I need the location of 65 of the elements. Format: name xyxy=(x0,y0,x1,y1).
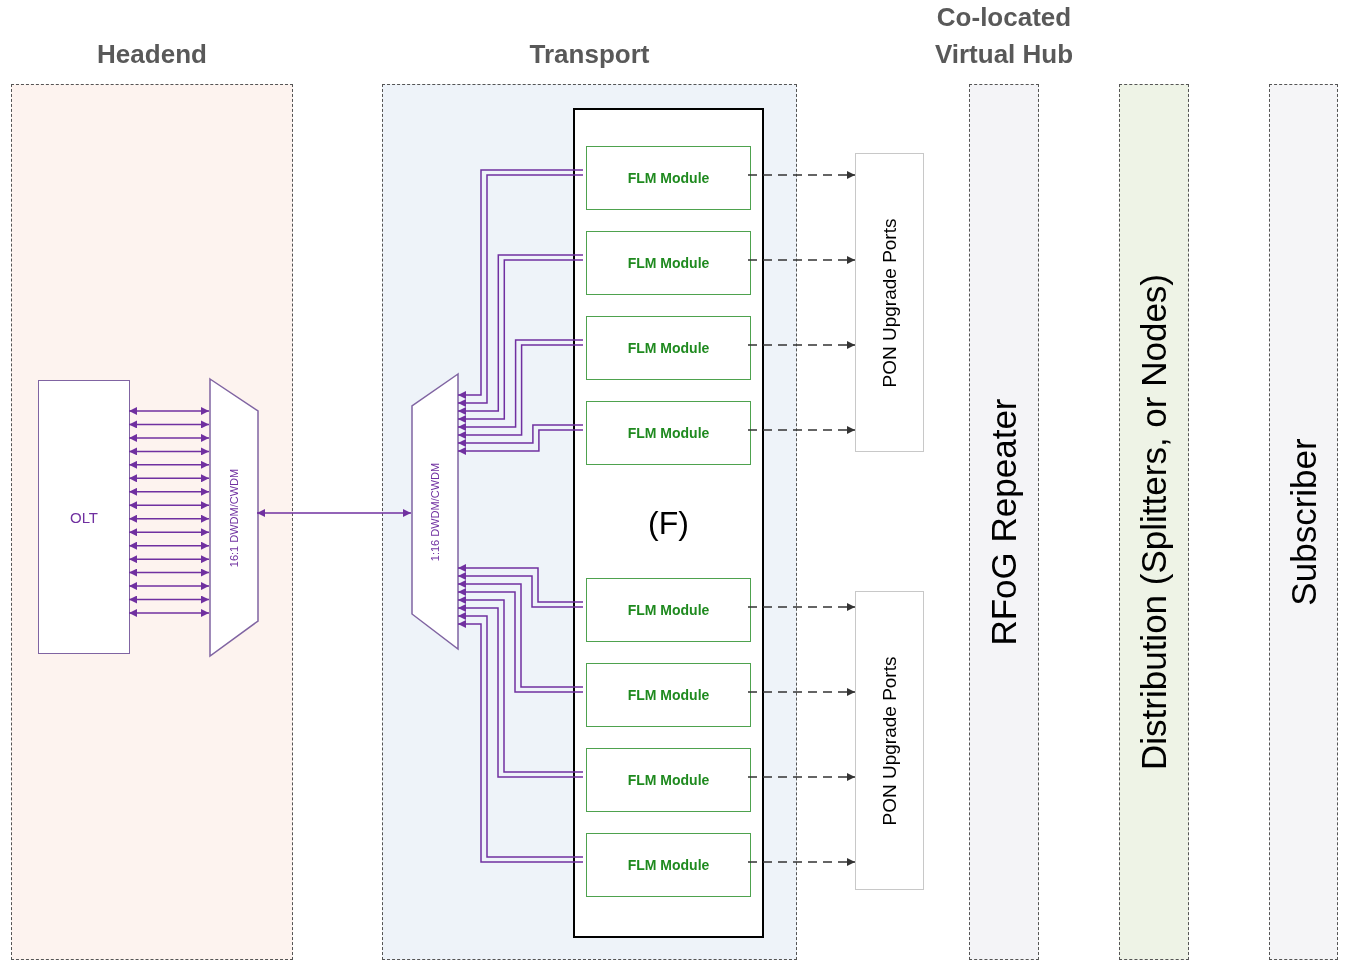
arrow xyxy=(128,501,210,510)
arrow xyxy=(128,474,210,483)
device-label: (F) xyxy=(648,504,689,542)
dashed-arrow xyxy=(747,688,856,696)
module-box xyxy=(586,833,751,897)
zone-band xyxy=(1119,84,1189,960)
zone-label: Subscriber xyxy=(1283,438,1324,606)
port-box xyxy=(855,153,924,452)
module-label: FLM Module xyxy=(627,687,710,703)
arrow xyxy=(128,407,210,415)
zone-label: RFoG Repeater xyxy=(984,398,1024,646)
device-label: PON Upgrade Ports xyxy=(878,656,901,825)
arrow xyxy=(457,572,584,608)
dashed-arrow xyxy=(747,171,856,179)
module-box xyxy=(586,316,751,380)
module-label: FLM Module xyxy=(627,170,710,186)
module-label: FLM Module xyxy=(627,772,710,788)
dashed-arrow xyxy=(747,858,856,866)
dashed-arrow xyxy=(747,603,856,611)
arrow xyxy=(128,420,210,429)
zone-band xyxy=(1269,84,1338,960)
module-box xyxy=(586,748,751,812)
multiplexer-trapezoid xyxy=(412,374,458,649)
arrow xyxy=(128,595,210,604)
module-box xyxy=(586,146,751,210)
module-box xyxy=(586,578,751,642)
arrow xyxy=(128,460,210,469)
module-box xyxy=(586,231,751,295)
arrow xyxy=(128,582,210,591)
olt-box xyxy=(38,380,130,654)
dashed-arrow xyxy=(747,426,856,434)
module-label: FLM Module xyxy=(627,340,710,356)
dashed-arrow xyxy=(747,341,856,349)
arrow xyxy=(128,541,210,550)
module-box xyxy=(586,401,751,465)
zone-heading: Headend xyxy=(97,38,207,72)
arrow xyxy=(256,509,412,517)
arrow xyxy=(128,528,210,537)
dashed-arrow xyxy=(747,773,856,781)
module-label: FLM Module xyxy=(627,602,710,618)
zone-heading: Transport xyxy=(529,38,650,72)
arrow xyxy=(457,429,584,455)
dashed-arrow xyxy=(747,256,856,264)
arrow xyxy=(128,555,210,564)
chassis-box xyxy=(573,108,764,938)
zone-heading: Co-located Virtual Hub xyxy=(933,1,1075,72)
device-label: PON Upgrade Ports xyxy=(878,218,901,387)
arrow xyxy=(128,568,210,577)
port-box xyxy=(855,591,924,890)
arrow xyxy=(128,487,210,496)
module-label: FLM Module xyxy=(627,857,710,873)
arrow xyxy=(457,424,584,447)
arrow xyxy=(128,433,210,442)
module-label: FLM Module xyxy=(627,255,710,271)
device-label: OLT xyxy=(69,508,99,526)
device-label: 16:1 DWDM/CWDM xyxy=(228,468,240,567)
arrow xyxy=(128,609,210,617)
multiplexer-trapezoid xyxy=(210,379,258,656)
arrow xyxy=(128,447,210,456)
arrow xyxy=(128,514,210,523)
zone-label: Distribution (Splitters, or Nodes) xyxy=(1134,274,1174,770)
module-label: FLM Module xyxy=(627,425,710,441)
arrow xyxy=(457,564,584,603)
device-label: 1:16 DWDM/CWDM xyxy=(429,462,441,561)
module-box xyxy=(586,663,751,727)
